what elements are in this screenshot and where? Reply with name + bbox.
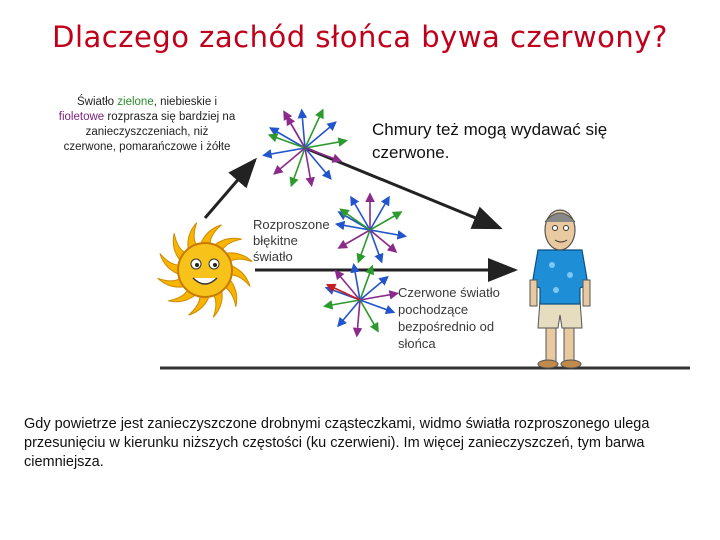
scatter-ray (350, 262, 361, 301)
scatter-ray (297, 108, 308, 149)
label-red-line2: pochodzące (398, 302, 468, 317)
scatter-ray (334, 269, 361, 301)
caption-text-3: rozprasza się bardziej na zanieczyszczen… (63, 111, 236, 153)
scatter-ray (304, 137, 348, 149)
scattering-caption: Światło zielone, niebieskie i fioletowe … (58, 95, 236, 155)
caption-text-1: Światło (76, 96, 118, 108)
scatter-ray (369, 211, 403, 231)
scatter-ray (359, 275, 389, 301)
scatter-ray (304, 147, 315, 187)
scatter-ray (262, 147, 306, 159)
scatter-center-middle (334, 192, 408, 264)
scatter-ray (273, 147, 306, 175)
scatter-ray (286, 115, 306, 149)
scatter-ray (337, 229, 371, 249)
scatter-center-lower (322, 262, 399, 338)
scatter-ray (304, 121, 337, 149)
scatter-ray (334, 220, 371, 231)
scatter-ray (289, 147, 306, 188)
explanation-paragraph: Gdy powietrze jest zanieczyszczone drobn… (24, 416, 650, 470)
label-red-line3: bezpośrednio od (398, 319, 494, 334)
scatter-ray (267, 133, 306, 149)
scatter-ray (369, 195, 390, 231)
scatter-ray (337, 299, 361, 328)
scatter-ray (352, 299, 363, 338)
scatter-ray (304, 147, 332, 180)
caption-word-green: zielone (117, 96, 154, 108)
scatter-ray (325, 283, 361, 301)
arrow-sun-to-caption (203, 157, 257, 219)
scatter-ray (359, 299, 396, 315)
scatter-ray (359, 299, 379, 333)
scatter-ray (369, 229, 408, 240)
label-scattered-line2: błękitne (253, 233, 298, 248)
scatter-ray (369, 229, 398, 253)
scattering-diagram: Rozproszone błękitne światło Czerwone św… (157, 108, 690, 370)
arrow-to-clouds (304, 146, 503, 230)
label-red-line4: słońca (398, 336, 436, 351)
scatter-ray (359, 264, 375, 301)
scatter-ray (350, 195, 371, 231)
observer-person-icon (529, 209, 591, 369)
scatter-ray (322, 299, 361, 310)
scatter-ray (369, 229, 384, 264)
scatter-ray (359, 290, 399, 301)
caption-word-violet: fioletowe (58, 111, 105, 123)
scatter-ray (304, 147, 343, 163)
scatter-ray (304, 108, 324, 149)
caption-text-2: , niebieskie i (153, 96, 218, 108)
sun-icon (157, 222, 253, 318)
scatter-ray (268, 127, 306, 149)
page-title: Dlaczego zachód słońca bywa czerwony? (52, 20, 668, 54)
label-red-line1: Czerwone światło (398, 285, 500, 300)
scatter-ray (356, 229, 371, 264)
scatter-center-upper (262, 108, 348, 188)
scatter-ray (339, 208, 371, 231)
label-scattered-line1: Rozproszone (253, 217, 330, 232)
label-scattered-line3: światło (253, 249, 293, 264)
clouds-caption: Chmury też mogą wydawać się czerwone. (372, 120, 608, 162)
